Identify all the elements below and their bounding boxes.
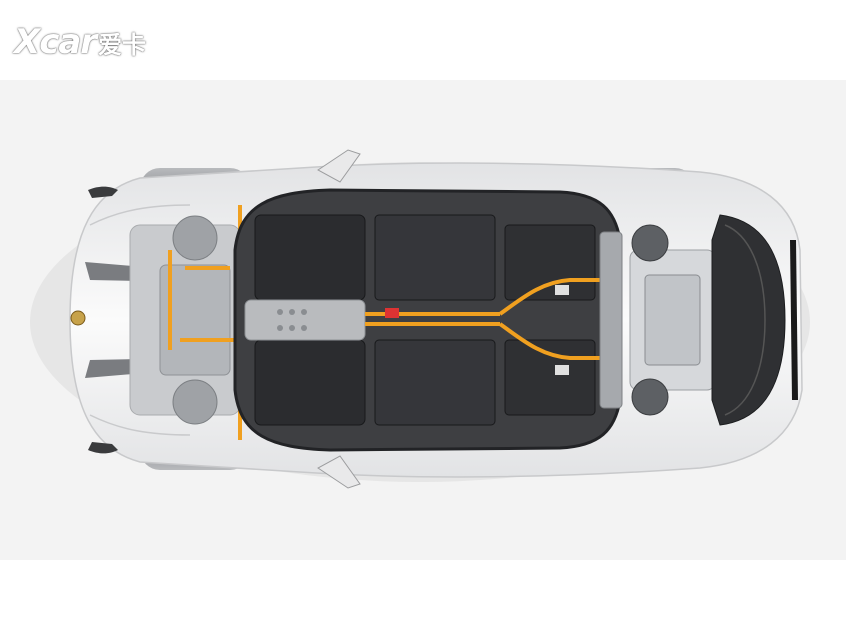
battery-module xyxy=(254,339,366,426)
headlight-right xyxy=(88,442,118,454)
mirror-right xyxy=(317,455,361,489)
rear-hv-cable xyxy=(498,278,605,360)
rear-strut-left xyxy=(631,224,669,262)
front-e-motor xyxy=(159,264,231,376)
rear-strut-right xyxy=(631,378,669,416)
hood-line-left xyxy=(89,204,191,226)
headlight-left xyxy=(88,186,118,198)
connector-block xyxy=(555,365,569,375)
rear-light-bar xyxy=(790,240,798,400)
hood-line-right xyxy=(89,414,191,436)
xcar-watermark: Xcar 爱卡 xyxy=(14,22,146,62)
battery-module xyxy=(374,339,496,426)
rear-trunk-glass xyxy=(711,214,786,426)
trunk-edge xyxy=(724,224,766,416)
watermark-cn-text: 爱卡 xyxy=(98,30,147,59)
junction-bolts xyxy=(277,309,307,331)
warning-label xyxy=(385,308,399,318)
battery-module xyxy=(374,214,496,301)
inverter-unit xyxy=(644,274,701,366)
connector-block xyxy=(555,285,569,295)
mirror-left xyxy=(317,149,361,183)
front-hv-cables xyxy=(168,205,242,440)
front-strut-left xyxy=(172,215,218,261)
front-strut-right xyxy=(172,379,218,425)
porsche-crest-icon xyxy=(70,310,86,326)
battery-module xyxy=(504,339,596,416)
battery-module xyxy=(254,214,366,301)
watermark-logo: Xcar xyxy=(14,22,97,62)
battery-module xyxy=(504,224,596,301)
battery-junction-box xyxy=(244,299,366,341)
rear-crossmember xyxy=(599,231,623,409)
